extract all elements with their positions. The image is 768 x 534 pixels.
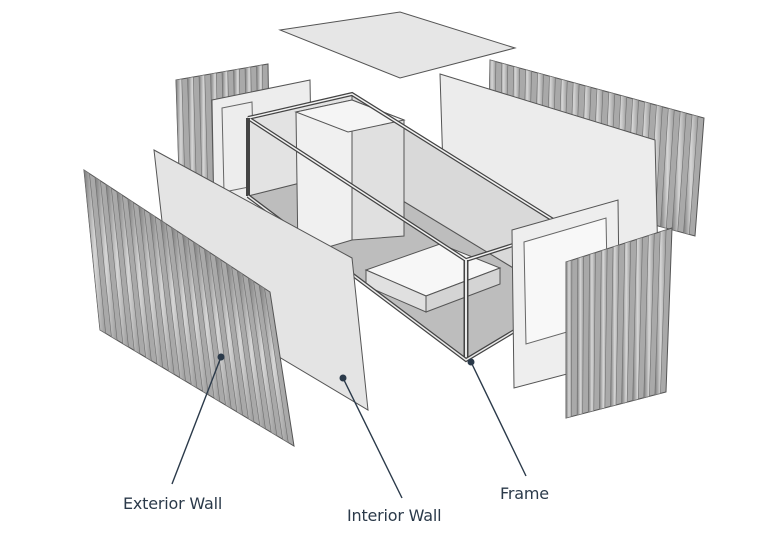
corrugation-rib — [149, 212, 175, 375]
corrugation-rib — [621, 240, 632, 404]
corrugation-rib — [182, 233, 209, 396]
interior-wall-label: Interior Wall — [347, 506, 442, 525]
corrugation-rib — [632, 237, 643, 402]
corrugation-rib — [127, 198, 152, 362]
corrugation-rib — [203, 248, 232, 410]
corrugation-rib — [565, 259, 573, 419]
corrugation-rib — [671, 111, 687, 232]
corrugation-rib — [258, 284, 289, 444]
corrugation-rib — [643, 233, 655, 399]
corrugation-rib — [587, 252, 596, 413]
callout-interior-wall — [339, 374, 403, 499]
front-right-exterior-wall — [565, 227, 673, 419]
roof-panel — [278, 11, 517, 79]
exterior-wall-panel — [83, 169, 295, 447]
corrugation-rib — [138, 205, 164, 369]
corrugation-rib — [193, 241, 221, 403]
corrugation-rib — [247, 277, 278, 437]
exterior-wall-label: Exterior Wall — [123, 494, 223, 513]
corrugation-rib — [654, 229, 667, 396]
corrugation-rib — [116, 190, 141, 355]
corrugation-rib — [610, 244, 620, 407]
corrugation-rib — [171, 226, 198, 389]
corrugation-rib — [576, 255, 584, 416]
corrugation-rib — [599, 248, 608, 410]
corrugation-rib — [236, 269, 266, 430]
callout-exterior-wall — [171, 353, 225, 485]
corrugation-rib — [105, 183, 129, 348]
corrugation-rib — [83, 169, 107, 334]
corrugation-rib — [225, 262, 255, 423]
frame-label: Frame — [500, 484, 549, 503]
corrugation-rib — [94, 176, 118, 341]
corrugation-rib — [160, 219, 186, 382]
corrugation-rib — [683, 114, 699, 235]
corrugation-rib — [660, 107, 675, 229]
corrugation-rib — [214, 255, 244, 416]
callout-frame — [467, 358, 527, 477]
